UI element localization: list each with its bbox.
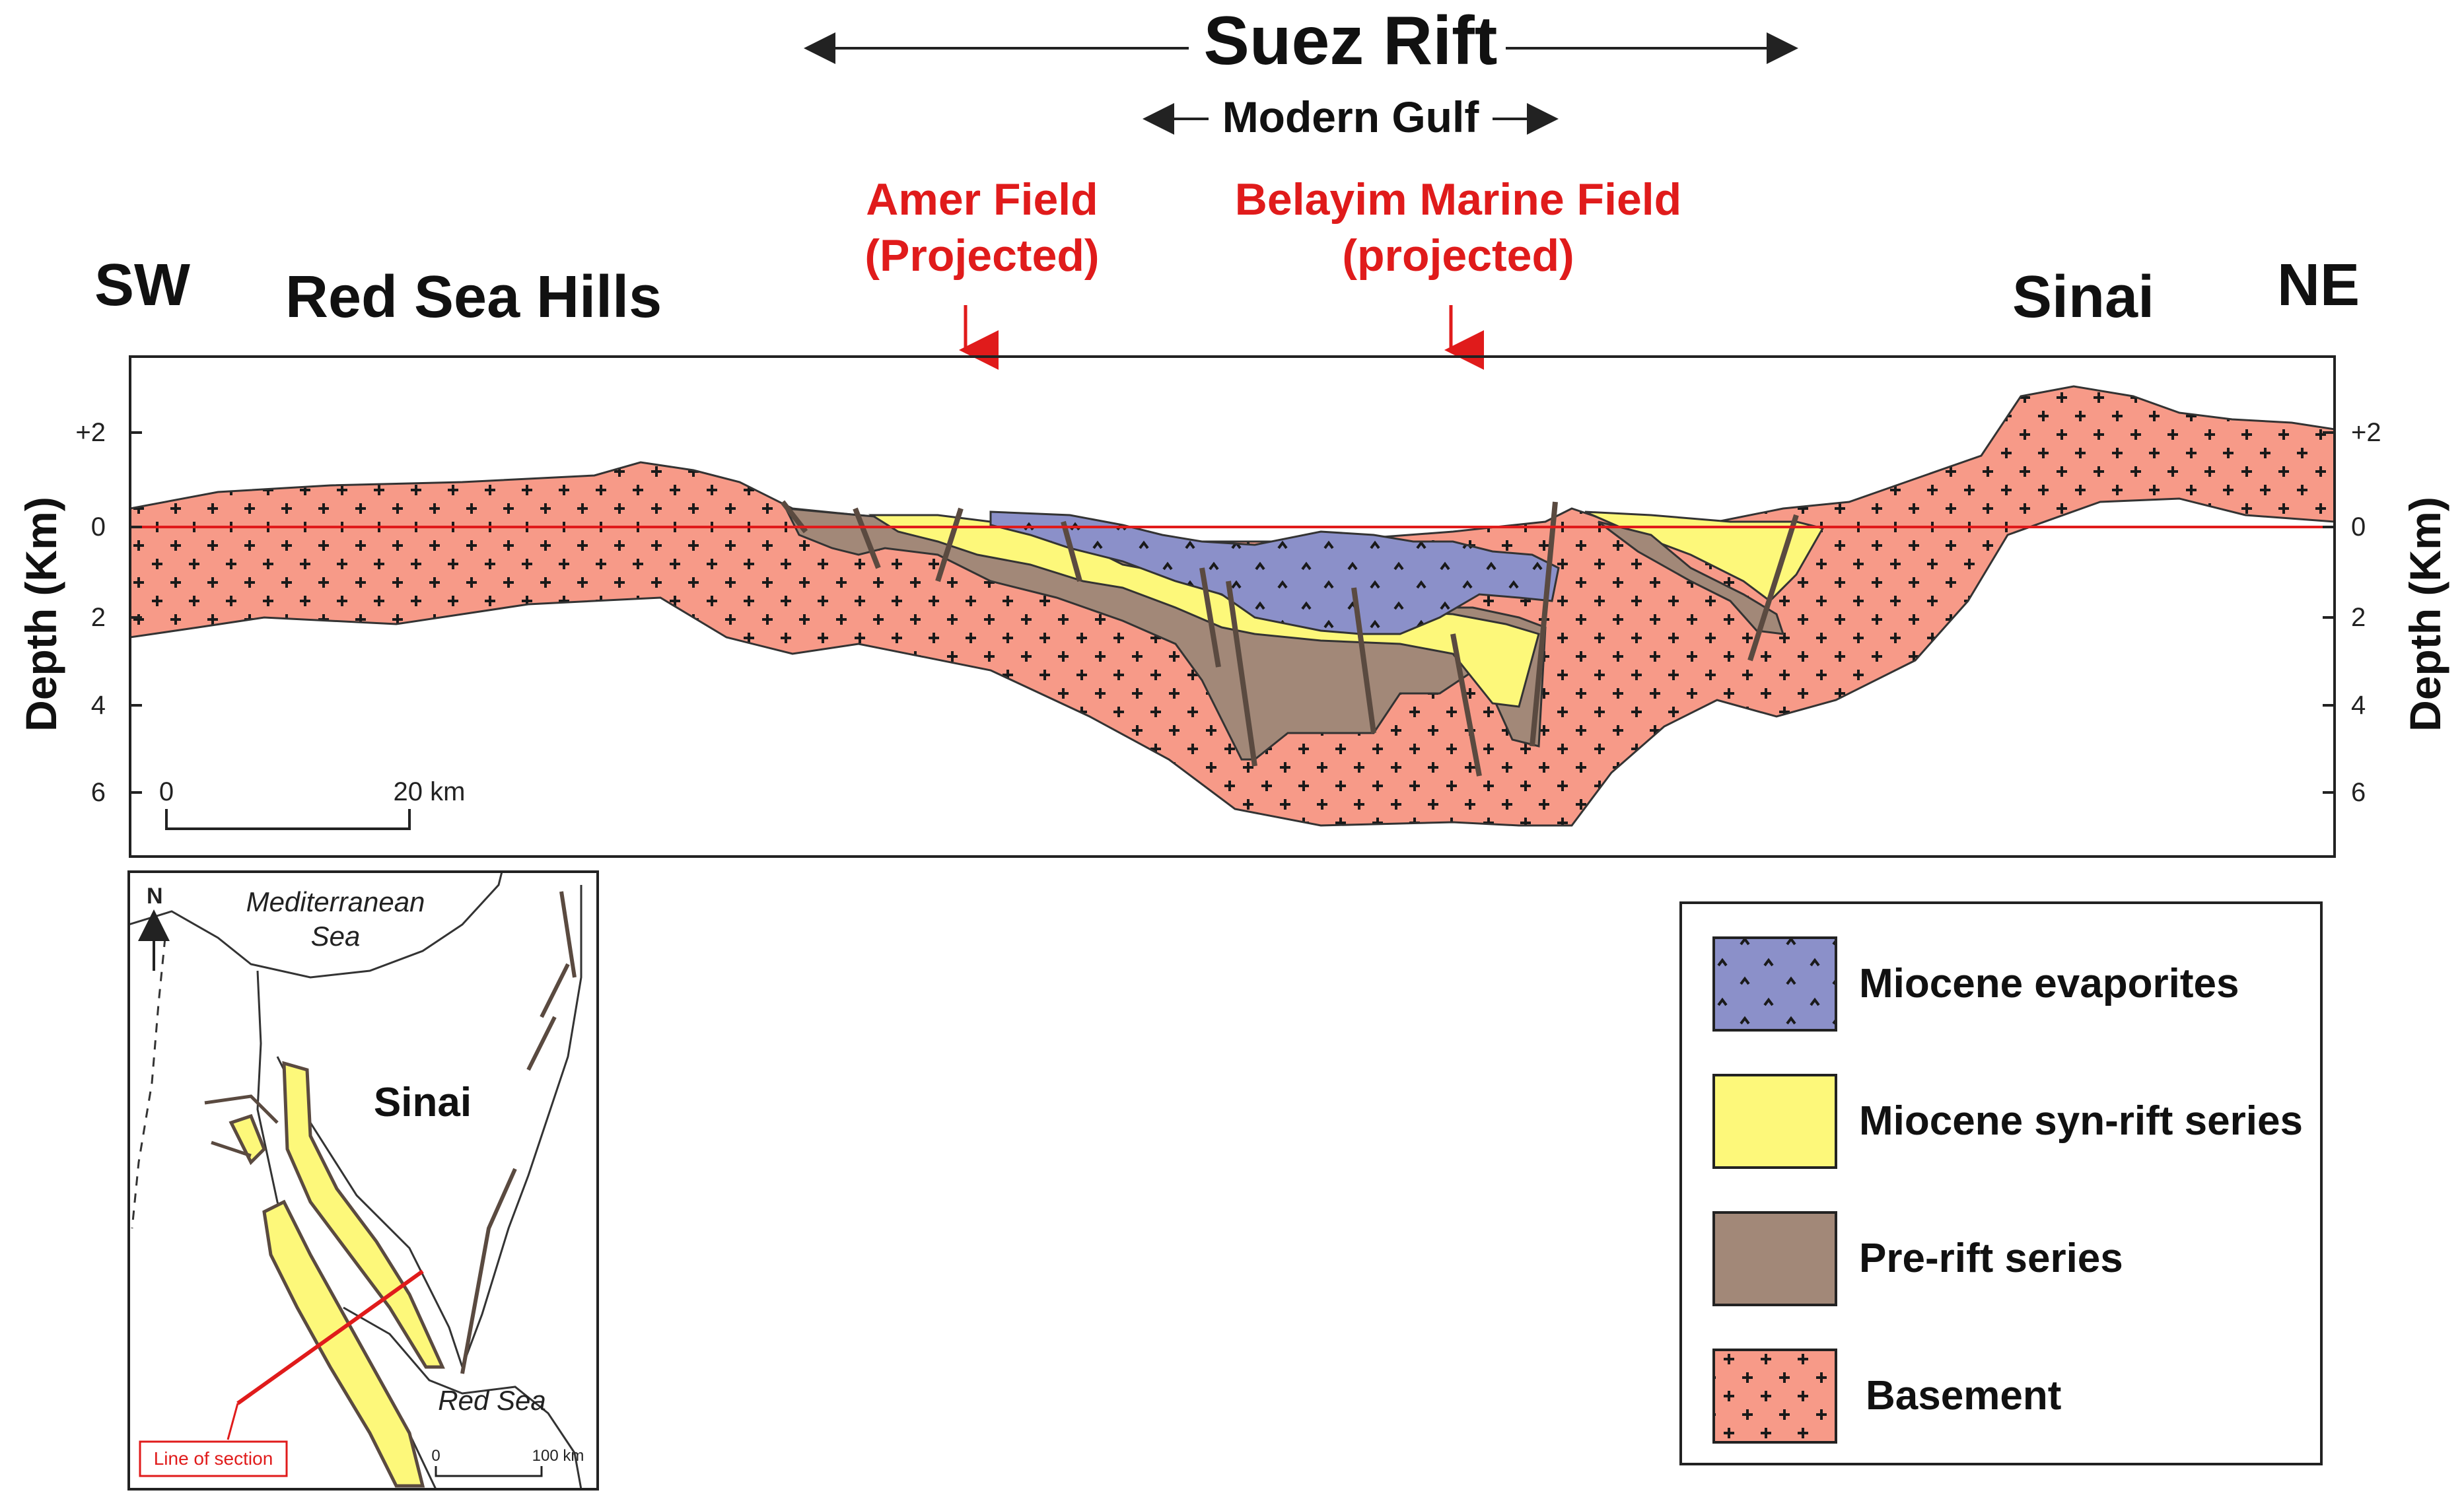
left-tick-0: 0: [91, 512, 106, 542]
left-tick-6: 6: [91, 778, 106, 807]
legend: Miocene evaporites Miocene syn-rift seri…: [1679, 901, 2323, 1465]
aqaba-coast: [461, 885, 582, 1368]
yellow-band-1: [282, 1061, 445, 1369]
inset-map: N Mediterranean Sea Sinai Red Sea Line o…: [127, 870, 599, 1491]
fault-lines: [780, 500, 1799, 777]
modern-gulf-title: Modern Gulf: [1222, 92, 1480, 141]
red-sea-hills-label: Red Sea Hills: [285, 264, 662, 330]
mediterranean-label: Mediterranean: [246, 886, 425, 917]
fault-trace-west: [204, 1094, 279, 1158]
left-tick-4: 4: [91, 691, 106, 720]
right-tick-6: 6: [2351, 778, 2366, 807]
ne-label: NE: [2277, 252, 2360, 318]
legend-swatch-prerift: [1712, 1211, 1837, 1306]
legend-swatch-evaporites: [1712, 936, 1837, 1032]
map-scale-end: 100 km: [532, 1447, 584, 1465]
scale-start: 0: [159, 777, 174, 806]
yellow-band-2: [262, 1199, 425, 1488]
section-line-leader: [227, 1403, 239, 1440]
cross-section: [129, 355, 2336, 858]
legend-label-prerift: Pre-rift series: [1859, 1236, 2123, 1281]
legend-label-evaporites: Miocene evaporites: [1859, 961, 2239, 1006]
fault-trace-east: [460, 891, 577, 1374]
left-depth-axis: +2 0 2 4 6: [75, 418, 142, 807]
right-tick-4: 4: [2351, 691, 2366, 720]
section-scale-bar: 0 20 km: [159, 777, 466, 830]
map-scale-bar: [435, 1466, 543, 1477]
sinai-label: Sinai: [2012, 264, 2154, 330]
amer-field-label: Amer Field: [866, 174, 1098, 225]
suez-rift-title: Suez Rift: [1204, 3, 1498, 79]
inset-sinai-label: Sinai: [374, 1080, 472, 1125]
north-label: N: [147, 884, 163, 909]
sinai-coast: [343, 1306, 582, 1489]
section-line: [236, 1269, 424, 1405]
mediterranean-coast: [129, 872, 503, 979]
dashed-border: [131, 937, 166, 1229]
right-tick-p2: +2: [2351, 418, 2381, 447]
belayim-field-sub: (projected): [1342, 230, 1574, 281]
line-of-section-label: Line of section: [154, 1448, 273, 1469]
legend-label-basement: Basement: [1866, 1373, 2061, 1419]
evaporite-layer: [989, 510, 1560, 635]
map-scale-start: 0: [431, 1447, 440, 1465]
left-depth-label: Depth (Km): [17, 497, 65, 732]
yellow-band-3: [229, 1113, 266, 1166]
legend-swatch-synrift: [1712, 1074, 1837, 1169]
line-of-section-box: [139, 1440, 288, 1477]
right-tick-0: 0: [2351, 512, 2366, 542]
amer-field-sub: (Projected): [864, 230, 1099, 281]
legend-label-synrift: Miocene syn-rift series: [1859, 1098, 2303, 1144]
right-depth-label: Depth (Km): [2401, 497, 2449, 732]
left-tick-p2: +2: [75, 418, 106, 447]
inset-map-frame: [127, 870, 599, 1491]
sw-label: SW: [94, 252, 190, 318]
ne-prerift-basin: [1598, 520, 1785, 635]
cross-section-frame: [129, 355, 2336, 858]
red-sea-label: Red Sea: [438, 1385, 546, 1416]
left-tick-2: 2: [91, 603, 106, 632]
sea-label: Sea: [311, 921, 361, 952]
right-depth-axis: +2 0 2 4 6: [2323, 418, 2381, 807]
right-tick-2: 2: [2351, 603, 2366, 632]
scale-end: 20 km: [394, 777, 466, 806]
legend-swatch-basement: [1712, 1349, 1837, 1444]
belayim-field-label: Belayim Marine Field: [1235, 174, 1681, 225]
